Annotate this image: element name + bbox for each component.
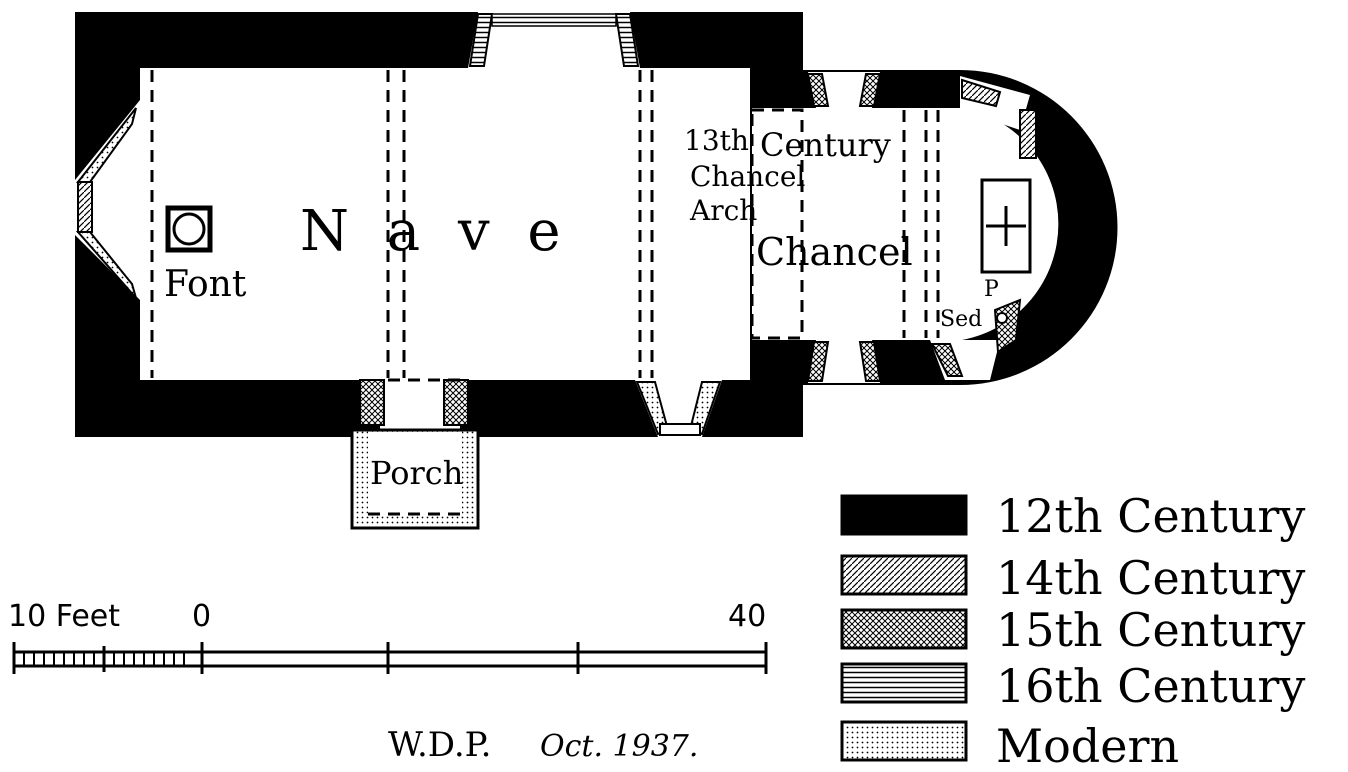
- porch: [350, 428, 480, 530]
- sedilia-label: Sed: [940, 307, 982, 332]
- legend-swatch-15th: [840, 608, 968, 650]
- porch-label: Porch: [370, 454, 463, 492]
- scale-bar: [12, 642, 768, 674]
- signature-initials: W.D.P.: [388, 725, 491, 765]
- legend-label-15th: 15th Century: [996, 603, 1305, 657]
- piscina-label: P: [984, 277, 999, 302]
- century-note: Century: [760, 126, 891, 164]
- legend-swatch-modern: [840, 720, 968, 762]
- arch-label-line3: Arch: [689, 194, 757, 227]
- legend-label-12th: 12th Century: [996, 489, 1305, 543]
- legend-swatch-16th: [840, 662, 968, 704]
- legend-swatch-12th: [840, 494, 968, 536]
- scale-label-left: 10 Feet: [8, 599, 120, 634]
- nave-label: N a v e: [300, 199, 571, 264]
- arch-label-line1: 13th: [684, 124, 749, 157]
- legend: 12th Century 14th Century 15th Century 1…: [840, 489, 1305, 772]
- chancel-walls: [752, 70, 1118, 385]
- font-label: Font: [164, 264, 247, 305]
- chancel-label: Chancel: [756, 230, 913, 274]
- piscina-symbol: [996, 312, 1008, 324]
- arch-label-line2: Chancel: [690, 160, 805, 193]
- nave-interior: [140, 68, 750, 380]
- legend-swatch-14th: [840, 554, 968, 596]
- legend-label-16th: 16th Century: [996, 659, 1305, 713]
- west-window: [75, 100, 140, 300]
- signature-date: Oct. 1937.: [540, 729, 698, 764]
- scale-label-right: 40: [728, 599, 766, 634]
- font-symbol: [165, 205, 213, 253]
- nave-dashed-lines: [150, 70, 654, 382]
- scale-label-zero: 0: [192, 599, 211, 634]
- altar: [980, 178, 1032, 274]
- chancel-dashed-lines: [750, 108, 940, 340]
- legend-label-modern: Modern: [996, 719, 1179, 772]
- legend-label-14th: 14th Century: [996, 551, 1305, 605]
